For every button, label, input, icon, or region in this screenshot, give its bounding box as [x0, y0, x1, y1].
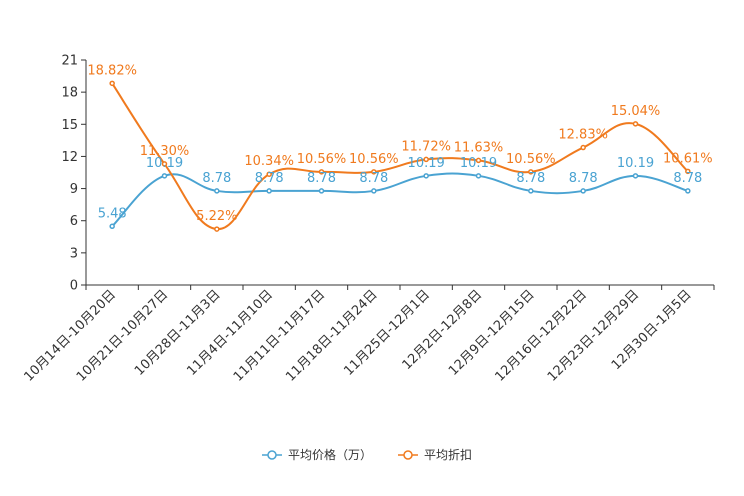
- y-tick-label: 15: [61, 118, 78, 133]
- data-label-price: 8.78: [516, 171, 545, 186]
- series-price: [109, 172, 691, 230]
- data-label-price: 8.78: [202, 171, 231, 186]
- data-label-discount: 10.56%: [506, 152, 556, 167]
- data-point-discount[interactable]: [318, 169, 325, 175]
- data-label-discount: 10.56%: [297, 152, 347, 167]
- data-point-discount[interactable]: [632, 121, 639, 127]
- y-tick-label: 21: [61, 54, 78, 69]
- data-label-price: 8.78: [359, 171, 388, 186]
- x-tick-label: 11月18日-11月24日: [283, 287, 380, 384]
- series-lines: [109, 80, 691, 232]
- data-label-price: 8.78: [569, 171, 598, 186]
- y-tick-label: 6: [70, 214, 78, 229]
- y-tick-label: 0: [70, 279, 78, 294]
- series-discount: [109, 80, 691, 232]
- data-point-discount[interactable]: [528, 169, 534, 175]
- x-tick-label: 10月14日-10月20日: [22, 287, 119, 384]
- data-label-discount: 18.82%: [87, 63, 137, 78]
- data-point-price[interactable]: [632, 173, 639, 179]
- data-point-discount[interactable]: [161, 161, 168, 167]
- series-discount-line: [111, 82, 689, 231]
- x-tick-label: 10月21日-10月27日: [74, 287, 171, 384]
- legend-discount-label: 平均折扣: [424, 447, 472, 462]
- legend[interactable]: 平均价格（万） 平均折扣: [262, 447, 472, 462]
- data-point-discount[interactable]: [685, 168, 691, 175]
- data-point-price[interactable]: [580, 188, 586, 194]
- data-point-discount[interactable]: [475, 157, 482, 164]
- data-label-price: 10.19: [408, 156, 445, 171]
- data-point-price[interactable]: [161, 173, 168, 179]
- data-point-price[interactable]: [318, 188, 325, 194]
- data-point-discount[interactable]: [214, 226, 220, 232]
- legend-item-price[interactable]: 平均价格（万）: [262, 447, 372, 462]
- data-point-price[interactable]: [109, 223, 115, 230]
- data-point-discount[interactable]: [109, 80, 115, 87]
- data-label-price: 8.78: [307, 171, 336, 186]
- data-point-price[interactable]: [371, 188, 377, 194]
- data-label-discount: 10.34%: [244, 154, 294, 169]
- y-tick-label: 9: [70, 182, 78, 197]
- data-point-price[interactable]: [528, 188, 534, 194]
- data-label-discount: 12.83%: [558, 128, 608, 143]
- data-point-price[interactable]: [423, 173, 429, 179]
- legend-item-discount[interactable]: 平均折扣: [398, 447, 472, 462]
- data-label-discount: 5.22%: [196, 209, 237, 224]
- data-label-price: 10.19: [617, 156, 654, 171]
- data-label-price: 8.78: [673, 171, 702, 186]
- x-tick-label: 11月11日-11月17日: [231, 287, 328, 384]
- x-tick-label: 12月16日-12月22日: [493, 287, 590, 384]
- data-label-discount: 11.63%: [454, 140, 504, 155]
- data-label-discount: 10.61%: [663, 151, 713, 166]
- legend-price-circle-icon: [267, 450, 277, 460]
- data-point-price[interactable]: [475, 173, 482, 179]
- data-point-price[interactable]: [266, 188, 272, 194]
- y-tick-label: 12: [61, 150, 78, 165]
- y-tick-label: 18: [61, 86, 78, 101]
- data-label-discount: 11.30%: [140, 144, 190, 159]
- data-point-price[interactable]: [214, 188, 220, 194]
- data-label-price: 8.78: [255, 171, 284, 186]
- data-label-price: 10.19: [460, 156, 497, 171]
- data-label-discount: 15.04%: [611, 104, 661, 119]
- data-label-discount: 11.72%: [401, 139, 451, 154]
- legend-price-label: 平均价格（万）: [288, 447, 372, 462]
- data-point-discount[interactable]: [423, 156, 429, 163]
- data-label-discount: 10.56%: [349, 152, 399, 167]
- data-point-price[interactable]: [685, 188, 691, 194]
- x-tick-label: 12月23日-12月29日: [545, 287, 642, 384]
- data-label-price: 10.19: [146, 156, 183, 171]
- y-tick-label: 3: [70, 246, 78, 261]
- data-point-discount[interactable]: [371, 169, 377, 175]
- data-label-price: 5.48: [98, 206, 127, 221]
- data-point-discount[interactable]: [266, 171, 272, 177]
- legend-discount-circle-icon: [403, 450, 413, 460]
- data-labels: 5.48 10.19 8.78 8.78 8.78 8.78 10.19 10.19 8.78 8…: [87, 63, 712, 224]
- data-point-discount[interactable]: [580, 144, 586, 151]
